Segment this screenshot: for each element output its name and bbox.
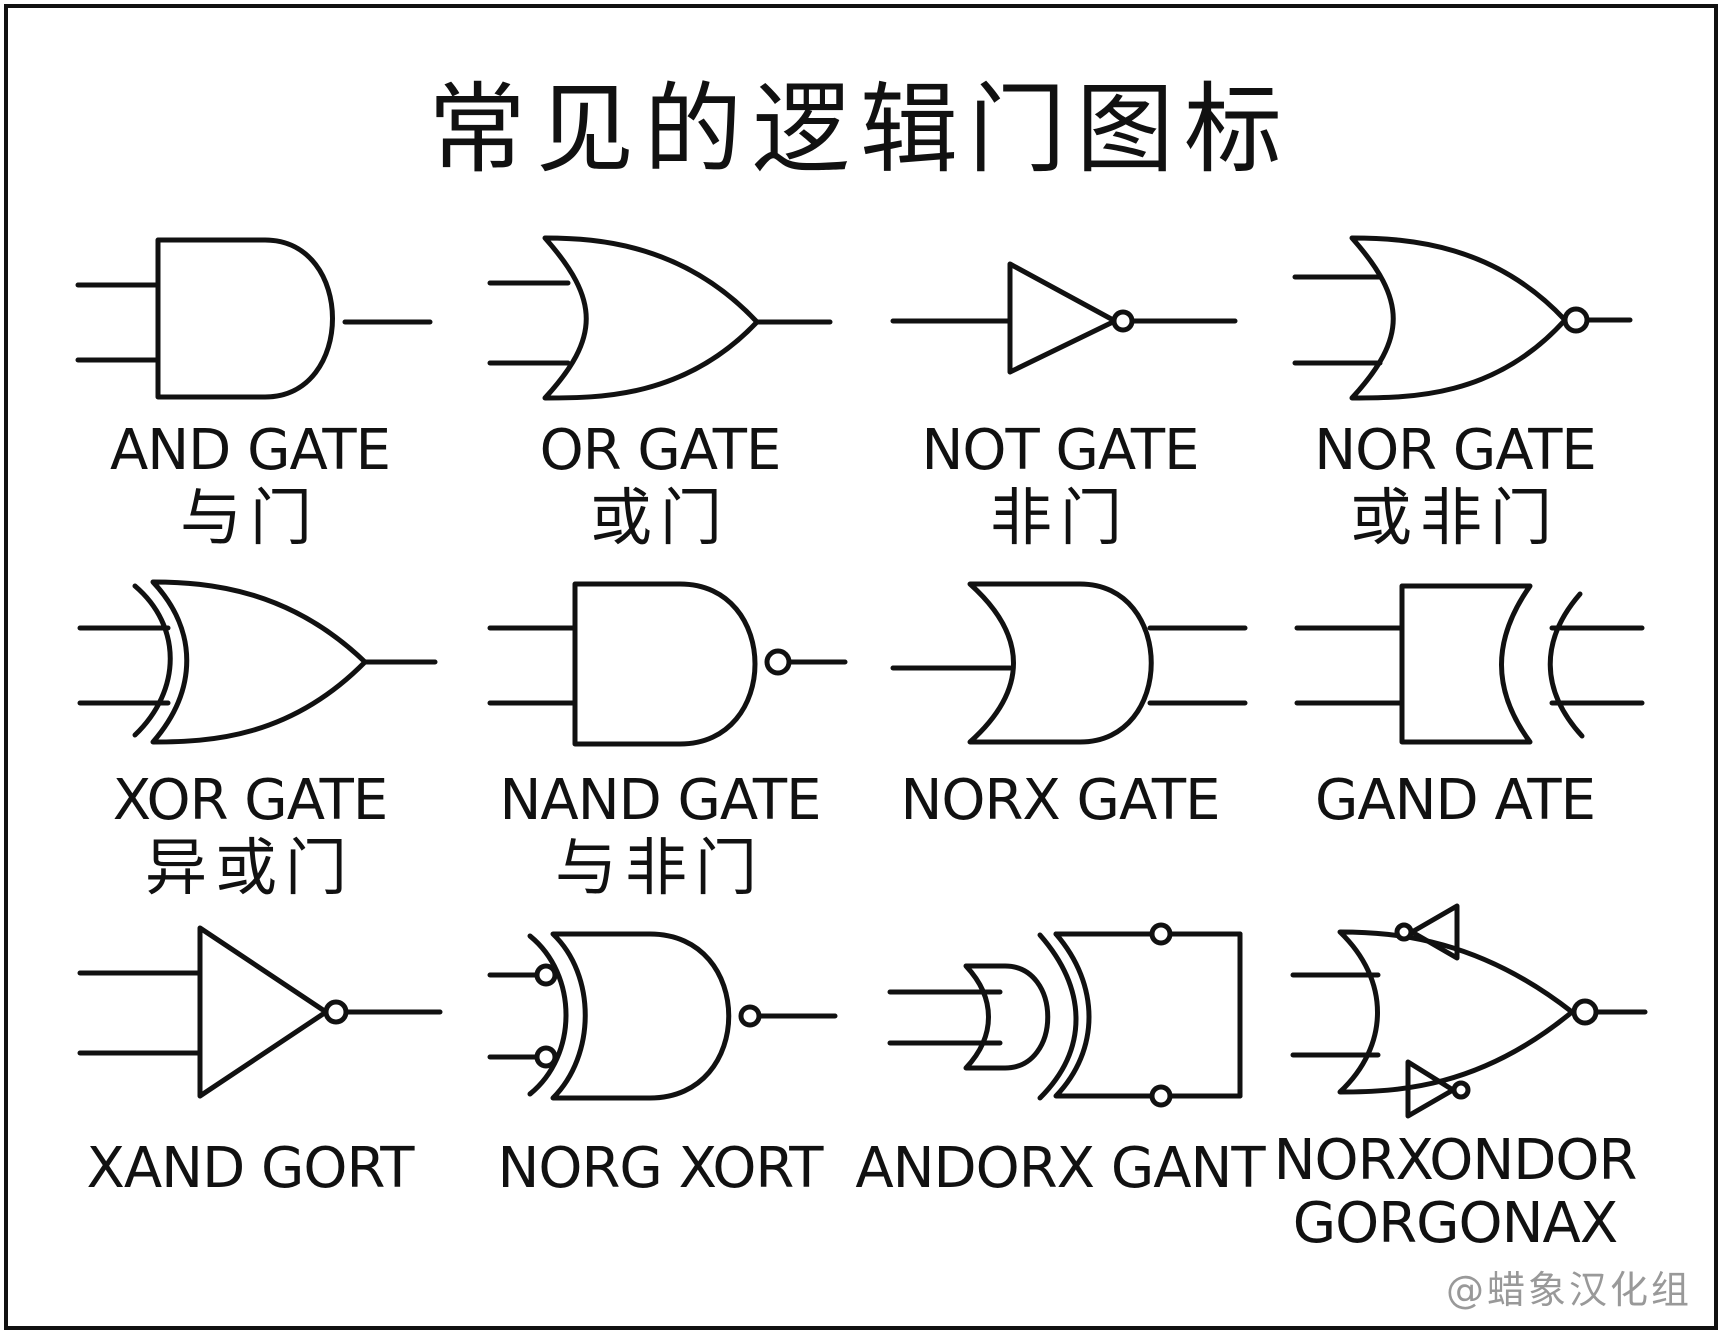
gate-name-cn: 与门 (179, 480, 320, 554)
gate-name-en: NORG XORT (497, 1136, 824, 1201)
gate-name-cn: 或门 (589, 480, 730, 554)
gate-name-cn: 非门 (989, 480, 1130, 554)
xor-gate-icon (77, 579, 438, 745)
gate-label: NOT GATE 非门 (850, 418, 1270, 554)
gate-label: OR GATE 或门 (450, 418, 870, 554)
norxondor-gorgonax-icon (1290, 903, 1648, 1119)
gate-name-en: NORX GATE (900, 768, 1221, 833)
norg-xort-icon (487, 931, 838, 1101)
and-gate-icon (75, 237, 433, 400)
gate-name-en: XAND GORT (86, 1136, 415, 1201)
gate-name-en: ANDORX GANT (855, 1136, 1265, 1201)
gate-name-cn: 与非门 (554, 830, 765, 904)
gate-label: NORG XORT (450, 1136, 870, 1201)
gate-name-cn: 异或门 (144, 830, 355, 904)
gate-name-en: OR GATE (539, 418, 782, 483)
gate-label: NAND GATE 与非门 (450, 768, 870, 904)
gate-label: XOR GATE 异或门 (40, 768, 460, 904)
gate-label: AND GATE 与门 (40, 418, 460, 554)
gate-name-en: NOT GATE (921, 418, 1200, 483)
andorx-gant-icon (887, 922, 1243, 1108)
xand-gort-icon (77, 925, 443, 1099)
gate-name-cn: 或非门 (1349, 480, 1560, 554)
gate-name-en: NAND GATE (499, 768, 822, 833)
gate-label: NORXONDOR GORGONAX (1270, 1128, 1640, 1256)
gate-label: NORX GATE (850, 768, 1270, 833)
gate-name-en: GAND ATE (1314, 768, 1596, 833)
nand-gate-icon (487, 581, 848, 747)
comic-frame (4, 4, 1718, 1330)
page-title: 常见的逻辑门图标 (427, 73, 1292, 187)
not-gate-icon (890, 261, 1238, 375)
gate-name-en: XOR GATE (112, 768, 389, 833)
gate-label: XAND GORT (40, 1136, 460, 1201)
gate-label: GAND ATE (1245, 768, 1665, 833)
gate-name-en: AND GATE (109, 418, 391, 483)
gate-name-en: NOR GATE (1314, 418, 1597, 483)
nor-gate-icon (1292, 235, 1633, 401)
credit-watermark: @蜡象汉化组 (1445, 1268, 1692, 1312)
gate-name-en: NORXONDOR GORGONAX (1273, 1128, 1638, 1256)
gate-label: ANDORX GANT (850, 1136, 1270, 1201)
gand-ate-icon (1294, 583, 1645, 745)
gate-label: NOR GATE 或非门 (1245, 418, 1665, 554)
or-gate-icon (487, 235, 833, 401)
norx-gate-icon (890, 581, 1248, 745)
